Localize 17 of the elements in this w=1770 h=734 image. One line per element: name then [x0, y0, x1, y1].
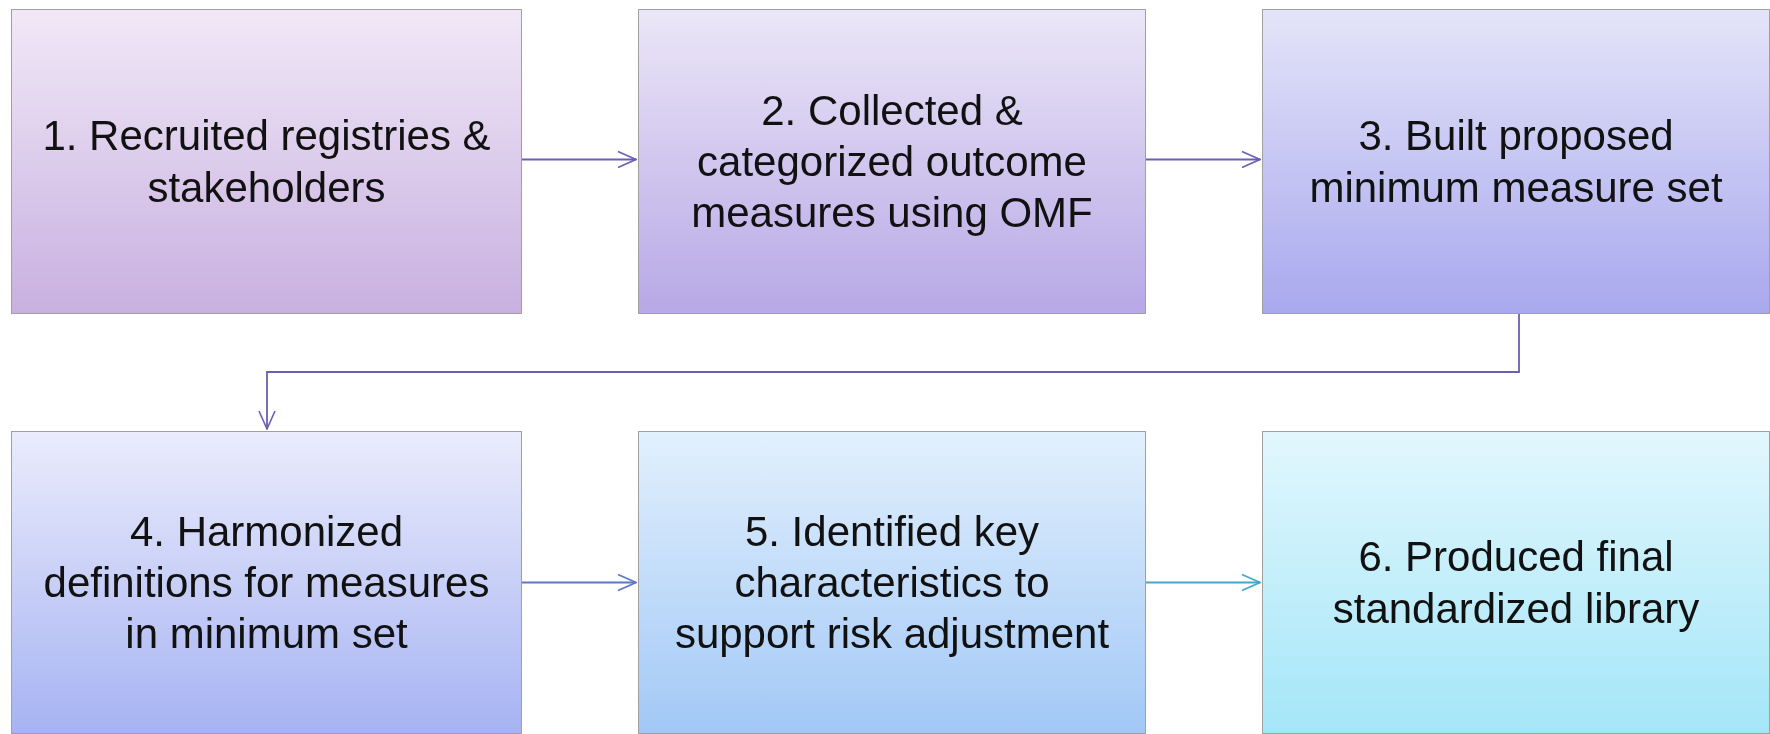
arrow — [521, 573, 637, 592]
process-box — [11, 9, 522, 314]
step-text: 5. Identified key characteristics to support risk adjustment — [673, 506, 1111, 660]
step-text: 6. Produced final standardized library — [1331, 532, 1701, 634]
process-box — [1262, 431, 1770, 734]
step-text: 2. Collected & categorized outcome measures using OMF — [690, 85, 1094, 239]
step-text: 3. Built proposed minimum measure set — [1308, 111, 1724, 213]
arrow — [1145, 150, 1261, 169]
step-text: 1. Recruited registries & stakeholders — [41, 111, 492, 213]
step-text: 4. Harmonized definitions for measures in minimum set — [42, 506, 491, 660]
arrow — [1145, 573, 1261, 592]
process-box — [11, 431, 522, 734]
arrow — [258, 313, 1520, 430]
process-box — [1262, 9, 1770, 314]
process-box — [638, 431, 1146, 734]
arrow — [521, 150, 637, 169]
process-box — [638, 9, 1146, 314]
